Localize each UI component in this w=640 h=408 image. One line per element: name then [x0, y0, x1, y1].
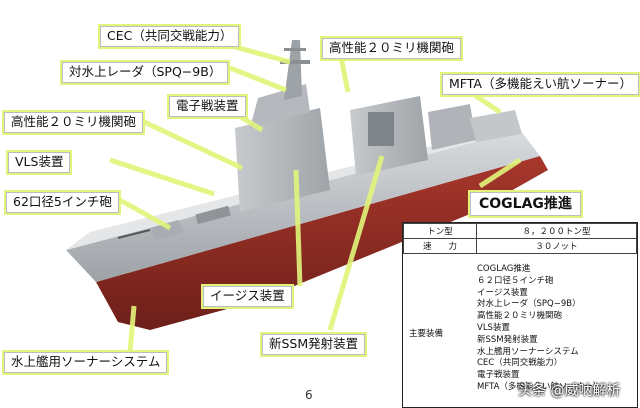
callout-mfta: MFTA（多機能えい航ソーナー） — [442, 74, 639, 95]
spec-key: 速 力 — [403, 238, 477, 254]
equipment-item: 新SSM発射装置 — [477, 334, 538, 345]
callout-aegis: イージス装置 — [203, 286, 292, 307]
forward-gun — [150, 220, 184, 240]
spec-value: ３０ノット — [476, 238, 637, 254]
spec-value: ８，２００トン型 — [476, 223, 637, 239]
equipment-item: 高性能２０ミリ機関砲 — [477, 311, 563, 322]
callout-cec: CEC（共同交戦能力） — [100, 26, 240, 47]
callout-new-ssm: 新SSM発射装置 — [262, 334, 366, 355]
equipment-item: ６２口径５インチ砲 — [477, 275, 554, 286]
watermark: 头条 @威呐解析 — [518, 383, 621, 399]
callout-vls: VLS装置 — [8, 152, 71, 173]
equipment-item: VLS装置 — [477, 322, 510, 333]
hull-upper — [66, 130, 540, 282]
callout-electronic-warfare: 電子戦装置 — [169, 96, 246, 117]
callout-sonar-system: 水上艦用ソーナーシステム — [4, 352, 168, 373]
spec-row: トン型 ８，２００トン型 — [403, 223, 637, 239]
equipment-item: イージス装置 — [477, 287, 528, 298]
spec-table: トン型 ８，２００トン型 速 力 ３０ノット 主要装備 COGLAG推進 ６２口… — [402, 222, 638, 408]
equipment-item: 電子戦装置 — [477, 370, 520, 381]
callout-ciws-forward: 高性能２０ミリ機関砲 — [322, 38, 462, 59]
callout-surface-radar: 対水上レーダ（SPQ−9B） — [62, 62, 229, 83]
equipment-item: 水上艦用ソーナーシステム — [477, 346, 579, 357]
equipment-item: COGLAG推進 — [477, 264, 531, 274]
equipment-item: MFTA（多機能えい航ソーナー） — [477, 381, 602, 392]
mast — [284, 40, 302, 100]
page-number: 6 — [305, 388, 313, 402]
spec-row: 速 力 ３０ノット — [403, 238, 637, 254]
equipment-list: COGLAG推進 ６２口径５インチ砲 イージス装置 対水上レーダ（SPQ−9B）… — [477, 264, 601, 394]
forward-superstructure — [235, 108, 330, 212]
equipment-key: 主要装備 — [409, 329, 444, 339]
callout-5inch-gun: 62口径5インチ砲 — [6, 192, 119, 213]
spec-key: トン型 — [403, 223, 477, 239]
equipment-item: 対水上レーダ（SPQ−9B） — [477, 299, 581, 310]
equipment-item: CEC（共同交戦能力） — [477, 358, 563, 369]
callout-coglag: COGLAG推進 — [470, 192, 581, 216]
callout-ciws-aft: 高性能２０ミリ機関砲 — [4, 112, 144, 133]
